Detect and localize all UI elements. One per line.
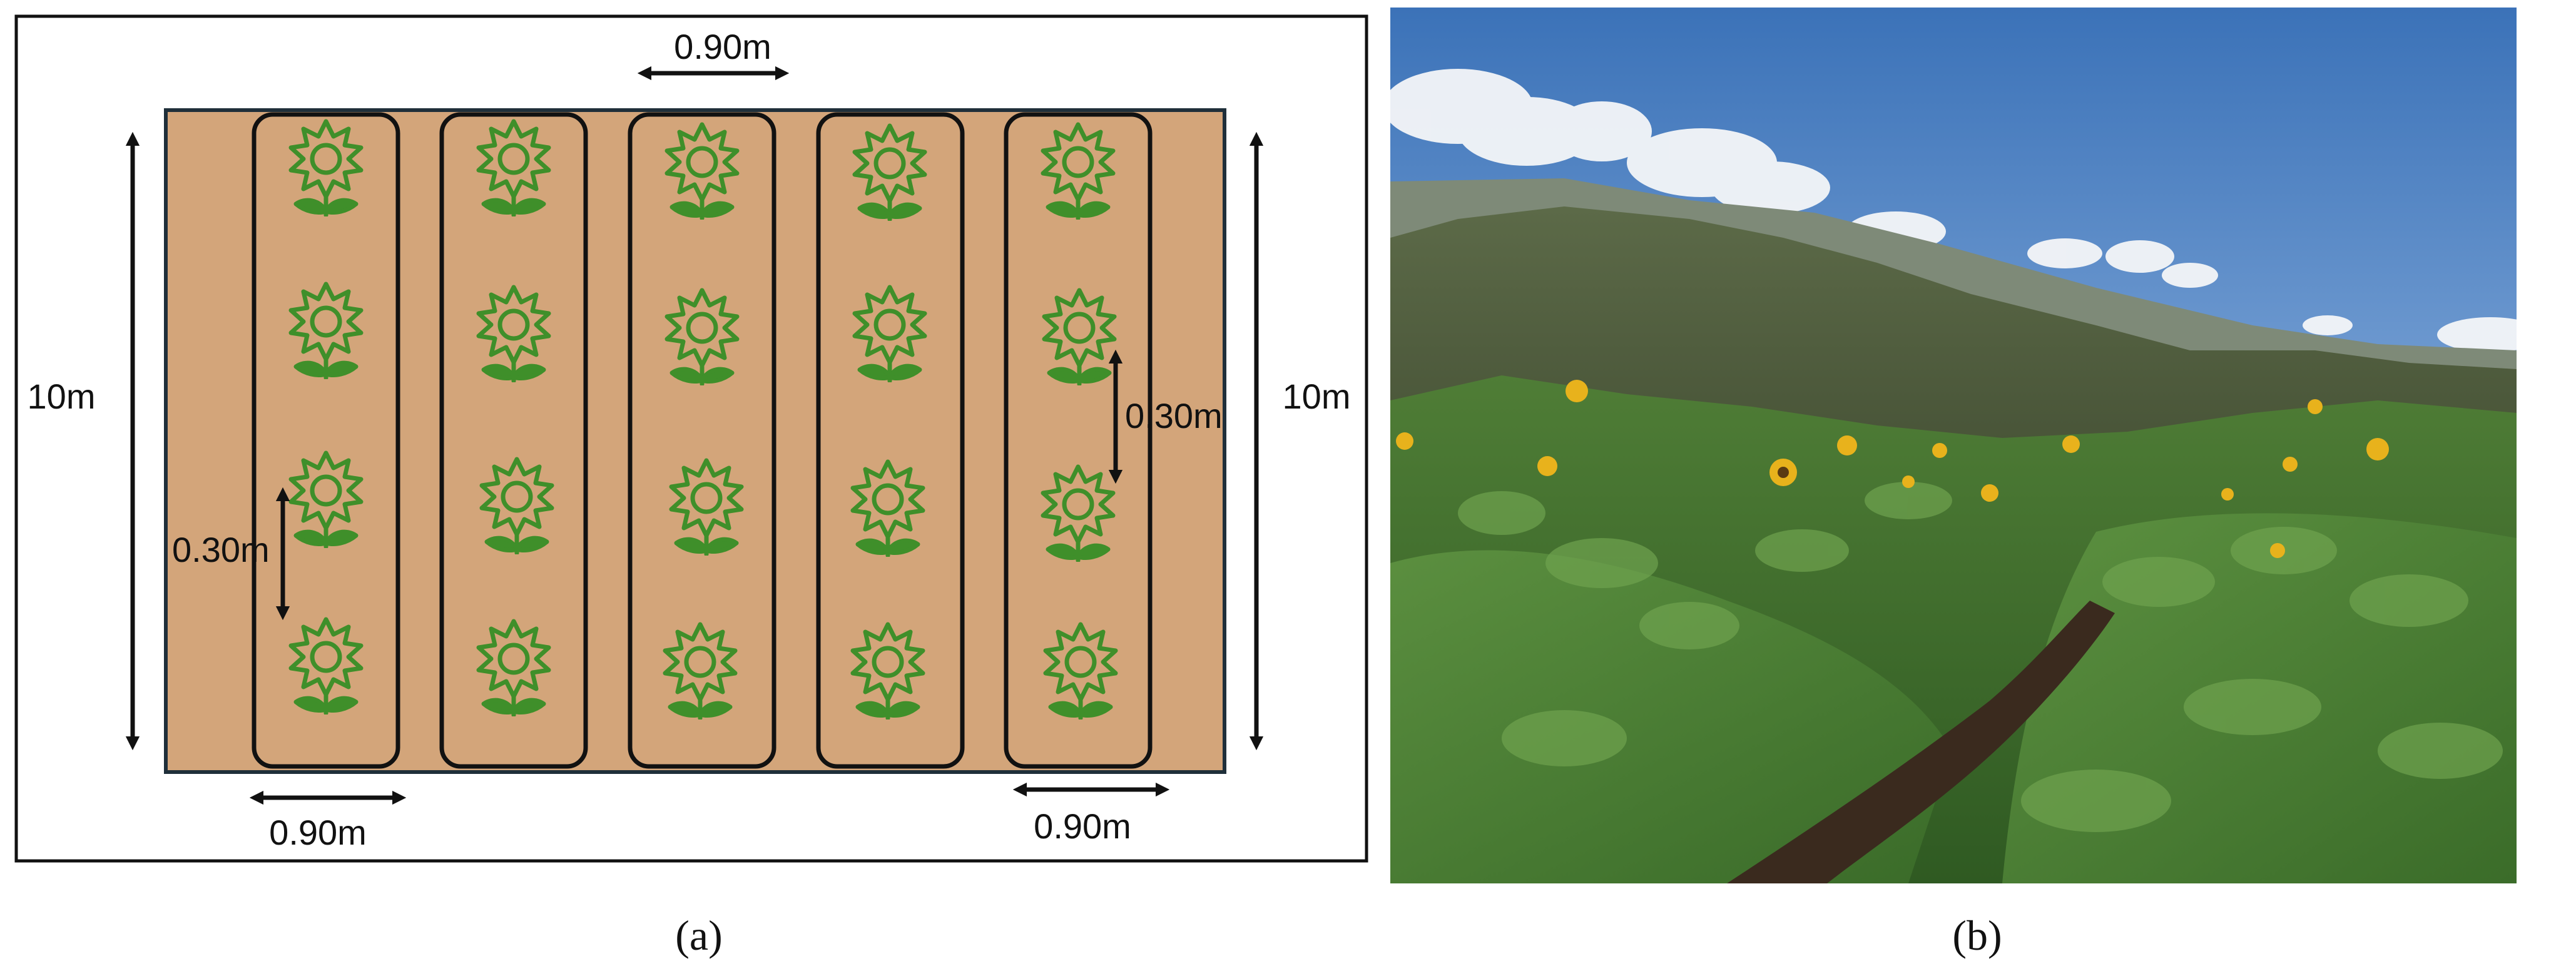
planting-row xyxy=(1004,112,1153,769)
field-plot xyxy=(164,108,1226,774)
bottom-right-spacing-label: 0.90m xyxy=(1034,806,1131,846)
right-plant-spacing-label: 0.30m xyxy=(1125,396,1223,435)
right-length-label: 10m xyxy=(1283,377,1351,416)
planting-row xyxy=(628,112,776,769)
sunflower-heads xyxy=(1396,380,2389,558)
leaves xyxy=(1458,482,2503,832)
planting-rows xyxy=(252,112,1153,769)
soil-furrow xyxy=(1727,601,2115,883)
left-length-label: 10m xyxy=(28,377,96,416)
clouds xyxy=(1390,69,2517,352)
planting-row xyxy=(816,112,965,769)
panel-b-caption: (b) xyxy=(1952,912,2002,959)
panel-a-caption: (a) xyxy=(675,912,722,959)
top-spacing-label: 0.90m xyxy=(674,27,771,66)
planting-row xyxy=(252,112,400,769)
panel-a-diagram: 0.90m 10m 10m 0.30m 0.30m 0.90m 0.90m (a… xyxy=(14,14,1368,959)
left-plant-spacing-label: 0.30m xyxy=(172,530,270,569)
bottom-left-spacing-label: 0.90m xyxy=(269,813,367,852)
foreground-plants xyxy=(1390,550,1952,883)
planting-row xyxy=(439,112,588,769)
panel-b-photo: (b) xyxy=(1390,8,2517,959)
